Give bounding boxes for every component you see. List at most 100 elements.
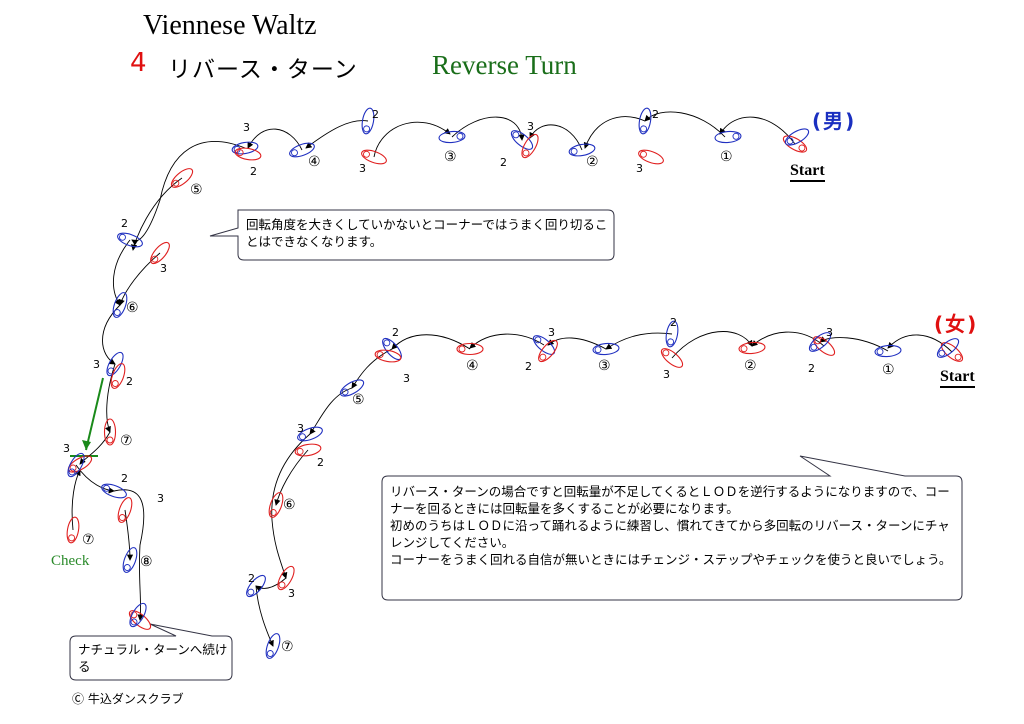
travel-arc [644,111,726,138]
svg-text:3: 3 [157,492,164,505]
woman-foot [339,379,365,397]
man-beat-counts: 2 3 3 2 2 3 3 2 2 3 3 2 3 2 3 [63,108,659,505]
man-step-6: ⑥ [126,300,139,316]
man-step-3: ③ [444,149,457,165]
figure-number: 4 [130,48,147,78]
woman-step-5: ⑤ [352,392,365,408]
diagram-title: Viennese Waltz [143,10,317,41]
svg-text:3: 3 [359,162,366,175]
svg-text:3: 3 [243,121,250,134]
footprints [66,107,964,659]
travel-arc [105,363,116,433]
svg-text:2: 2 [500,156,507,169]
travel-arc [391,334,471,350]
woman-step-6: ⑥ [283,497,296,513]
man-foot [67,452,85,478]
woman-foot [277,565,295,591]
figure-name-japanese: リバース・ターン [168,57,358,83]
svg-text:3: 3 [288,587,295,600]
man-step-8: ⑧ [140,554,153,570]
figure-name-english: Reverse Turn [432,50,577,80]
woman-start-label: Start [940,369,975,388]
travel-arc [351,348,393,389]
svg-text:3: 3 [93,358,100,371]
check-arrow [70,377,104,457]
svg-text:3: 3 [548,326,555,339]
man-step-2: ② [586,154,599,170]
check-label: Check [51,553,90,569]
woman-beat-counts: 2 3 3 2 2 3 3 2 3 2 2 3 [248,316,833,600]
svg-text:2: 2 [317,456,324,469]
travel-arc [309,387,353,435]
man-step-4: ④ [308,154,321,170]
svg-text:2: 2 [652,108,659,121]
man-foot [110,363,126,389]
woman-step-4: ④ [466,358,479,374]
advice-note-text: リバース・ターンの場合ですと回転量が不足してくるとＬＯＤを逆行するようになります… [390,484,952,567]
woman-foot [246,574,266,598]
woman-foot [268,492,284,518]
man-foot [66,516,80,544]
svg-text:2: 2 [670,316,677,329]
woman-foot [874,344,902,358]
man-foot [361,107,375,135]
man-foot [122,547,138,573]
next-figure-note: ナチュラル・ターンへ続ける [78,642,228,674]
travel-arc [131,141,246,246]
travel-arc [124,509,134,561]
man-foot [510,130,534,150]
svg-text:2: 2 [525,360,532,373]
woman-foot [456,342,484,356]
man-foot [782,135,808,153]
travel-arc [583,116,646,149]
man-foot [170,168,194,188]
travel-arc [79,431,111,465]
woman-step-7: ⑦ [281,639,294,655]
man-foot [101,483,127,499]
man-foot [234,147,262,161]
woman-label: (女) [934,312,979,336]
svg-text:2: 2 [121,472,128,485]
travel-arc [247,128,303,151]
travel-arc [469,333,545,349]
man-foot [638,107,652,135]
man-start-label: Start [790,163,825,182]
svg-text:3: 3 [403,372,410,385]
man-foot [361,149,387,165]
man-foot [117,497,133,523]
woman-foot [665,320,679,348]
corner-note-text: 回転角度を大きくしていかないとコーナーではうまく回り切ることはできなくなります。 [246,217,608,249]
man-step-1: ① [720,149,733,165]
svg-text:3: 3 [160,262,167,275]
travel-arc [719,116,796,145]
travel-arc [113,239,131,306]
man-foot [784,128,810,146]
man-foot [438,130,466,144]
travel-arc [255,577,287,592]
travel-arc [113,489,145,621]
svg-text:3: 3 [297,422,304,435]
corner-note-box [209,209,615,261]
woman-step-3: ③ [598,358,611,374]
copyright: Ⓒ 牛込ダンスクラブ [72,692,184,706]
svg-text:3: 3 [527,120,534,133]
woman-foot [936,338,960,358]
woman-foot [297,426,323,442]
advice-note-box [381,455,963,601]
travel-arc [271,433,311,579]
woman-foot [592,342,620,356]
svg-text:3: 3 [636,162,643,175]
travel-arc [887,334,953,353]
travel-arc [71,469,81,531]
man-foot [521,133,539,159]
travel-arc [305,120,369,149]
man-step-7: ⑦ [120,433,133,449]
svg-text:2: 2 [808,362,815,375]
man-foot [117,232,143,248]
woman-foot [294,443,322,457]
svg-text:2: 2 [372,108,379,121]
travel-arc [529,124,583,151]
svg-text:2: 2 [248,572,255,585]
woman-foot [538,339,558,363]
man-foot [568,143,596,157]
